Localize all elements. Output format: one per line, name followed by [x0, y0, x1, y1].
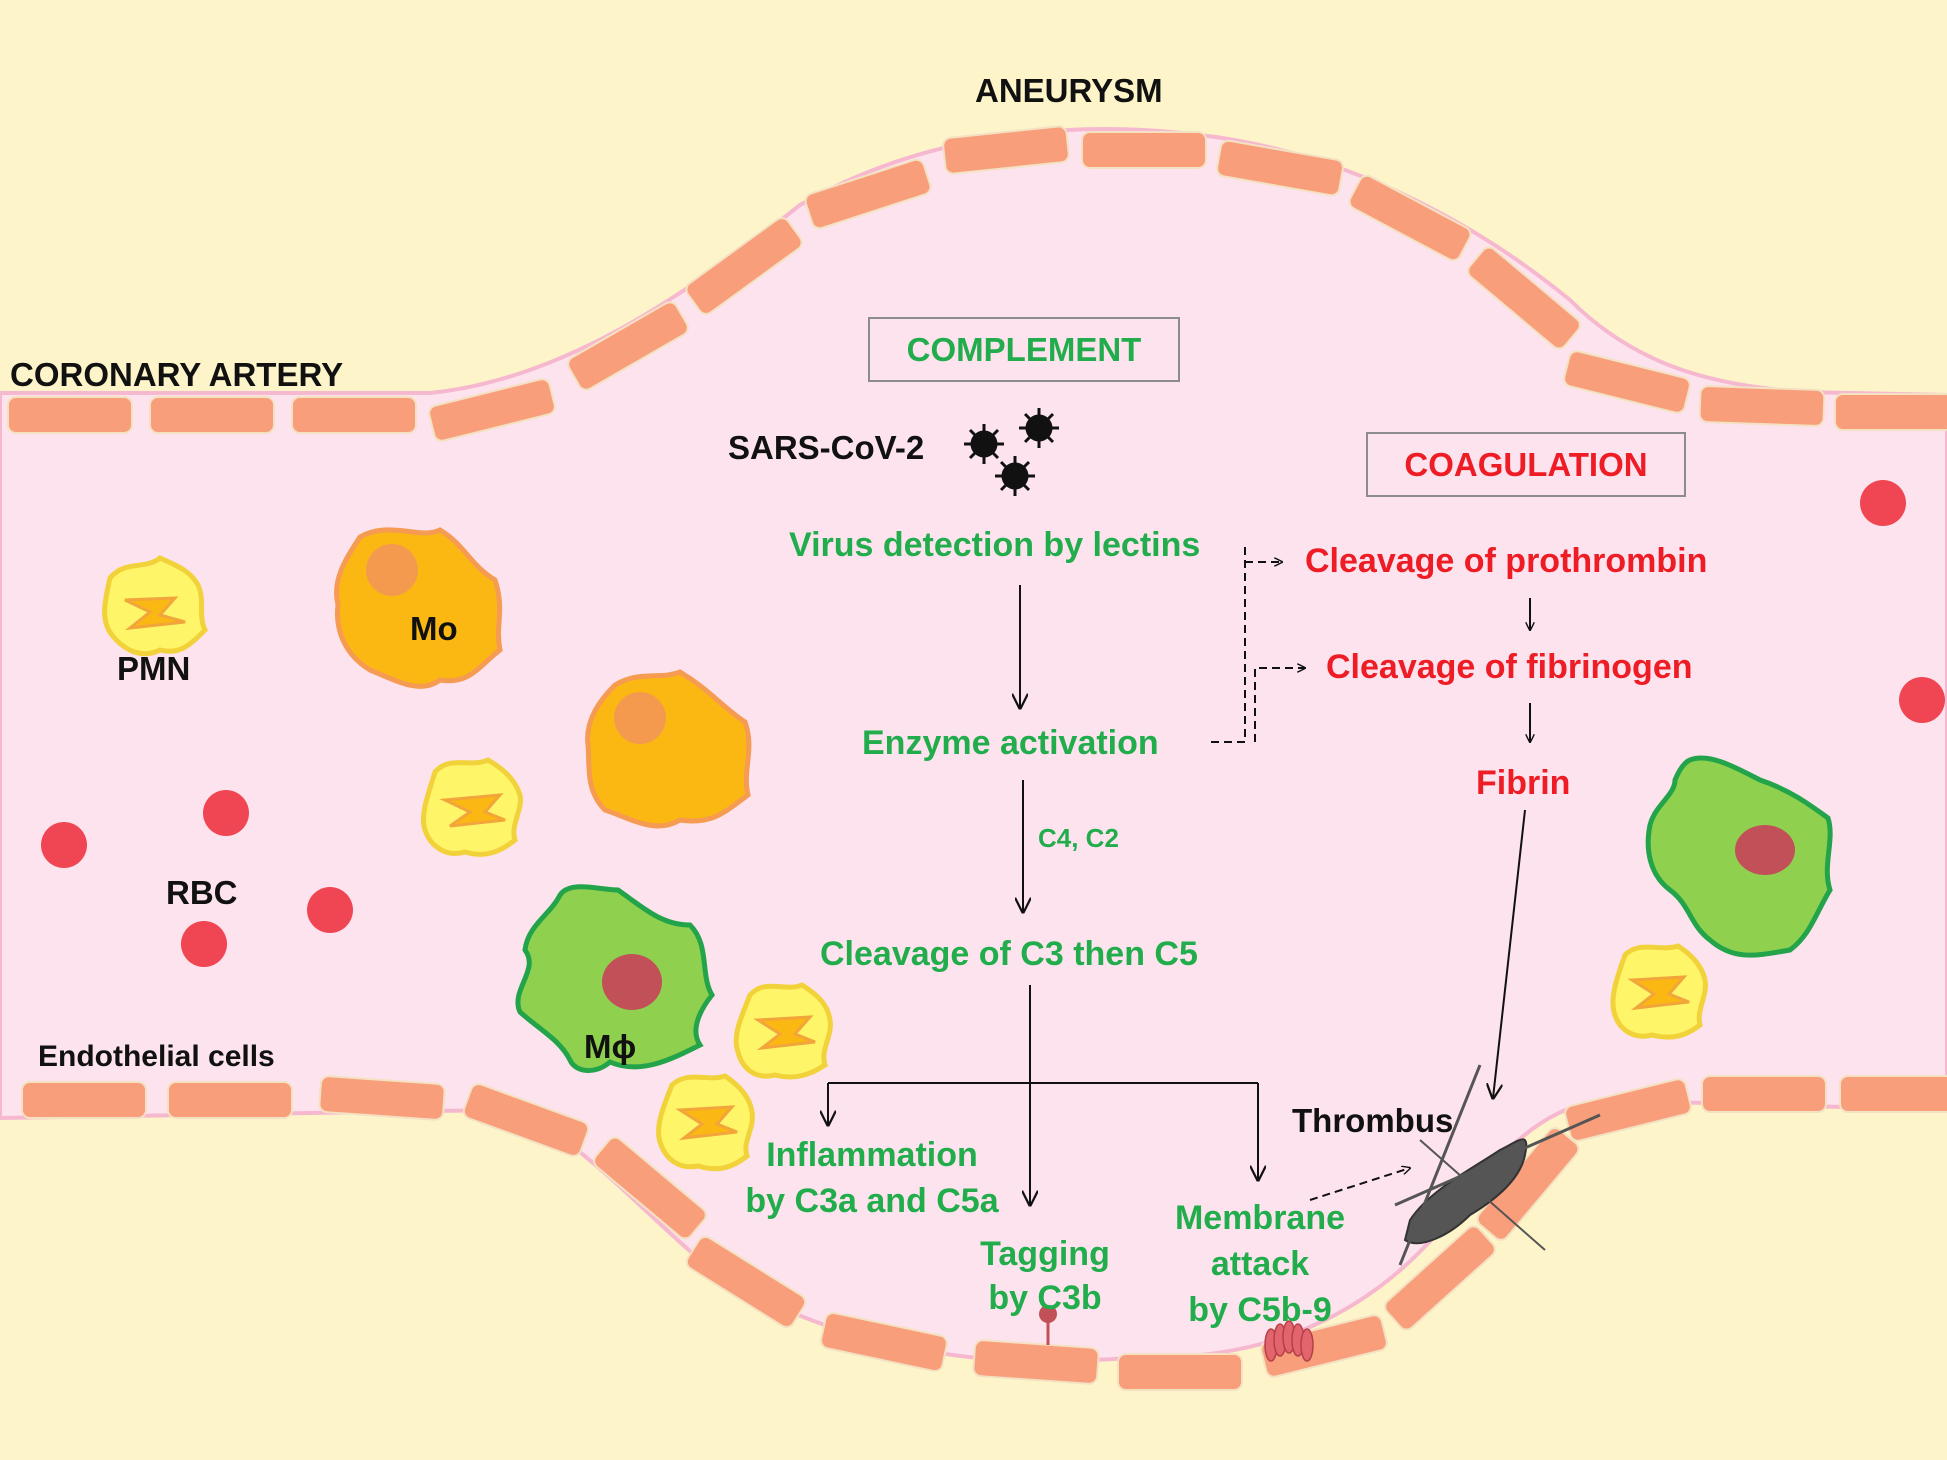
step-enzyme-activation: Enzyme activation: [862, 724, 1159, 762]
step-fibrin: Fibrin: [1476, 764, 1571, 802]
thrombus-icon: [1394, 1064, 1601, 1266]
pmn-label: PMN: [117, 650, 191, 687]
endothelial-cells-bottom: [21, 1075, 1947, 1391]
outcome-tagging-line2: by C3b: [988, 1279, 1102, 1317]
outcome-tagging: Tagging by C3b: [935, 1232, 1155, 1320]
outcome-inflammation-line2: by C3a and C5a: [745, 1182, 999, 1220]
complement-title: COMPLEMENT: [868, 317, 1180, 382]
virus-label: SARS-CoV-2: [728, 429, 925, 466]
c3b-tag-icon: [1039, 1305, 1057, 1345]
complement-arrows: [828, 585, 1526, 1205]
mo-label: Mo: [410, 610, 458, 647]
step-cleavage-c3-c5: Cleavage of C3 then C5: [820, 935, 1198, 973]
aneurysm-label: ANEURYSM: [975, 72, 1163, 109]
cofactors-label: C4, C2: [1038, 823, 1119, 853]
outcome-inflammation: Inflammation by C3a and C5a: [732, 1132, 1012, 1224]
pmn-cells: [102, 555, 1708, 1172]
macrophage-label: Mϕ: [584, 1028, 637, 1065]
step-virus-detection: Virus detection by lectins: [789, 526, 1201, 564]
outcome-mac-line3: by C5b-9: [1188, 1291, 1332, 1329]
outcome-inflammation-line1: Inflammation: [766, 1136, 978, 1174]
outcome-membrane-attack: Membrane attack by C5b-9: [1140, 1195, 1380, 1333]
mac-pore-icon: [1264, 1320, 1314, 1362]
coagulation-title: COAGULATION: [1366, 432, 1686, 497]
thrombus-label: Thrombus: [1292, 1102, 1454, 1139]
step-prothrombin: Cleavage of prothrombin: [1305, 542, 1708, 580]
outcome-tagging-line1: Tagging: [980, 1235, 1110, 1273]
endothelial-cells-label: Endothelial cells: [38, 1040, 275, 1073]
crosstalk-arrows: [1210, 547, 1410, 1201]
outcome-mac-line1: Membrane: [1174, 1199, 1346, 1237]
endothelial-cells-top: [7, 125, 1947, 442]
macrophage-1: [515, 884, 716, 1073]
macrophage-2: [1645, 755, 1833, 958]
virus-icons: [964, 408, 1059, 496]
monocyte-1: [334, 527, 503, 689]
monocyte-2: [585, 669, 752, 829]
outcome-mac-line2: attack: [1210, 1245, 1310, 1283]
coronary-artery-label: CORONARY ARTERY: [10, 356, 344, 393]
step-fibrinogen: Cleavage of fibrinogen: [1326, 648, 1693, 686]
red-blood-cells: [41, 480, 1945, 967]
rbc-label: RBC: [166, 874, 238, 911]
